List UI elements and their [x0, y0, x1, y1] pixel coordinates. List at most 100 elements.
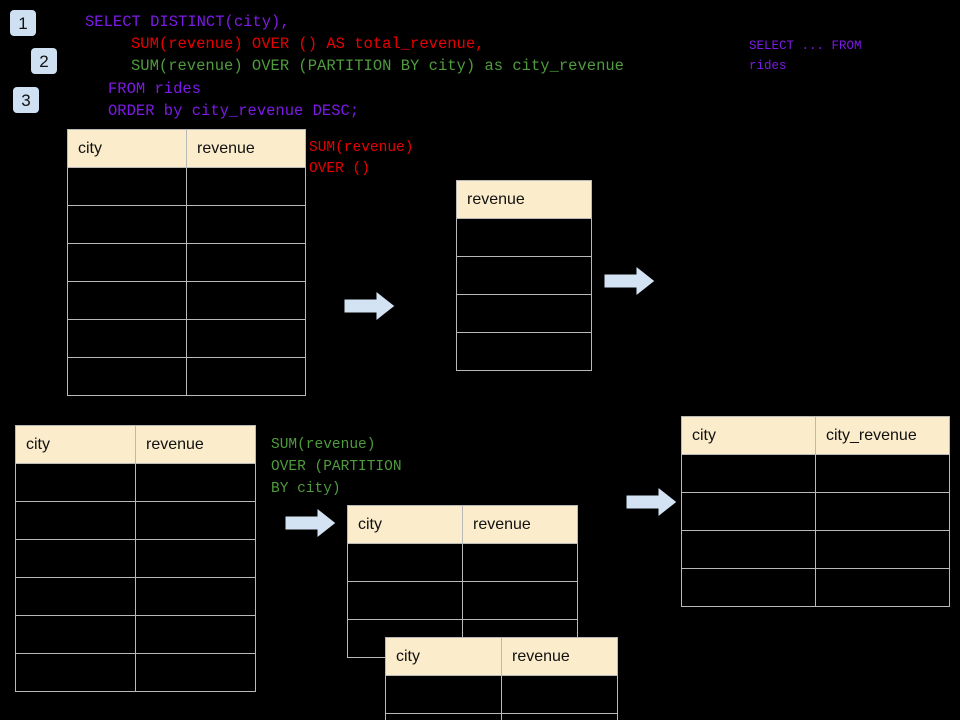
table-header-row: city revenue [385, 637, 618, 676]
table-rides-bottom: city revenue [15, 425, 256, 692]
table-row [456, 294, 592, 333]
column-header-revenue: revenue [135, 425, 256, 464]
arrow-rides-to-total [344, 290, 396, 322]
column-header-revenue: revenue [456, 180, 592, 219]
table-cell [456, 332, 592, 371]
table-cell [815, 530, 950, 569]
table-body [456, 218, 592, 371]
table-cell [462, 581, 578, 620]
table-header-row: city revenue [67, 129, 306, 168]
table-row [347, 543, 578, 582]
table-cell [135, 463, 256, 502]
sql-line-from: FROM rides [108, 80, 202, 98]
table-header-row: city revenue [15, 425, 256, 464]
table-row [347, 581, 578, 620]
annotation-total-revenue-line1: SUM(revenue) [309, 140, 414, 156]
table-cell [347, 581, 463, 620]
table-cell [385, 713, 502, 720]
column-header-city: city [385, 637, 502, 676]
table-cell [456, 218, 592, 257]
column-header-revenue: revenue [186, 129, 306, 168]
step-badge-1: 1 [10, 10, 36, 36]
table-cell [67, 167, 187, 206]
table-cell [501, 675, 618, 714]
column-header-city: city [15, 425, 136, 464]
table-cell [15, 615, 136, 654]
step-badge-2: 2 [31, 48, 57, 74]
table-header-row: city revenue [347, 505, 578, 544]
table-partition-b: city revenue [385, 637, 618, 720]
table-result: city city_revenue [681, 416, 950, 607]
table-cell [681, 454, 816, 493]
annotation-city-revenue-line1: SUM(revenue) [271, 437, 376, 453]
table-cell [186, 357, 306, 396]
annotation-total-revenue-line2: OVER () [309, 161, 370, 177]
sql-line-order-by: ORDER by city_revenue DESC; [108, 102, 360, 120]
table-cell [135, 615, 256, 654]
table-cell [186, 167, 306, 206]
sql-line-city-revenue: SUM(revenue) OVER (PARTITION BY city) as… [131, 57, 624, 75]
table-row [15, 501, 256, 540]
table-cell [186, 205, 306, 244]
table-body [347, 543, 578, 658]
table-body [67, 167, 306, 396]
table-row [681, 454, 950, 493]
table-row [67, 205, 306, 244]
table-cell [681, 530, 816, 569]
table-cell [681, 492, 816, 531]
table-cell [67, 205, 187, 244]
arrow-rides-to-partition [285, 507, 337, 539]
table-header-row: city city_revenue [681, 416, 950, 455]
table-cell [15, 501, 136, 540]
table-row [385, 675, 618, 714]
sql-line-select: SELECT DISTINCT(city), [85, 13, 290, 31]
table-cell [15, 653, 136, 692]
table-row [67, 281, 306, 320]
annotation-city-revenue-line2: OVER (PARTITION [271, 459, 402, 475]
table-cell [15, 577, 136, 616]
table-row [15, 577, 256, 616]
table-row [15, 539, 256, 578]
column-header-city: city [347, 505, 463, 544]
table-body [15, 463, 256, 692]
table-cell [815, 454, 950, 493]
column-header-revenue: revenue [462, 505, 578, 544]
table-cell [462, 543, 578, 582]
table-cell [135, 653, 256, 692]
table-row [15, 653, 256, 692]
arrow-partition-to-result [626, 486, 678, 518]
table-row [67, 167, 306, 206]
table-body [385, 675, 618, 720]
table-cell [67, 243, 187, 282]
table-rides-top: city revenue [67, 129, 306, 396]
table-cell [15, 539, 136, 578]
side-note-rides: rides [749, 59, 787, 73]
table-cell [67, 319, 187, 358]
table-partition-a: city revenue [347, 505, 578, 658]
annotation-city-revenue-line3: BY city) [271, 481, 341, 497]
table-row [385, 713, 618, 720]
table-cell [67, 357, 187, 396]
table-cell [456, 294, 592, 333]
table-cell [456, 256, 592, 295]
column-header-city-revenue: city_revenue [815, 416, 950, 455]
table-row [456, 218, 592, 257]
table-row [456, 256, 592, 295]
table-cell [135, 539, 256, 578]
column-header-city: city [67, 129, 187, 168]
arrow-total-to-result [604, 265, 656, 297]
table-cell [815, 492, 950, 531]
step-badge-3: 3 [13, 87, 39, 113]
table-cell [815, 568, 950, 607]
table-row [67, 357, 306, 396]
table-header-row: revenue [456, 180, 592, 219]
table-total-revenue: revenue [456, 180, 592, 371]
table-cell [186, 319, 306, 358]
column-header-revenue: revenue [501, 637, 618, 676]
table-cell [186, 281, 306, 320]
table-cell [501, 713, 618, 720]
table-cell [135, 577, 256, 616]
table-row [681, 530, 950, 569]
table-body [681, 454, 950, 607]
